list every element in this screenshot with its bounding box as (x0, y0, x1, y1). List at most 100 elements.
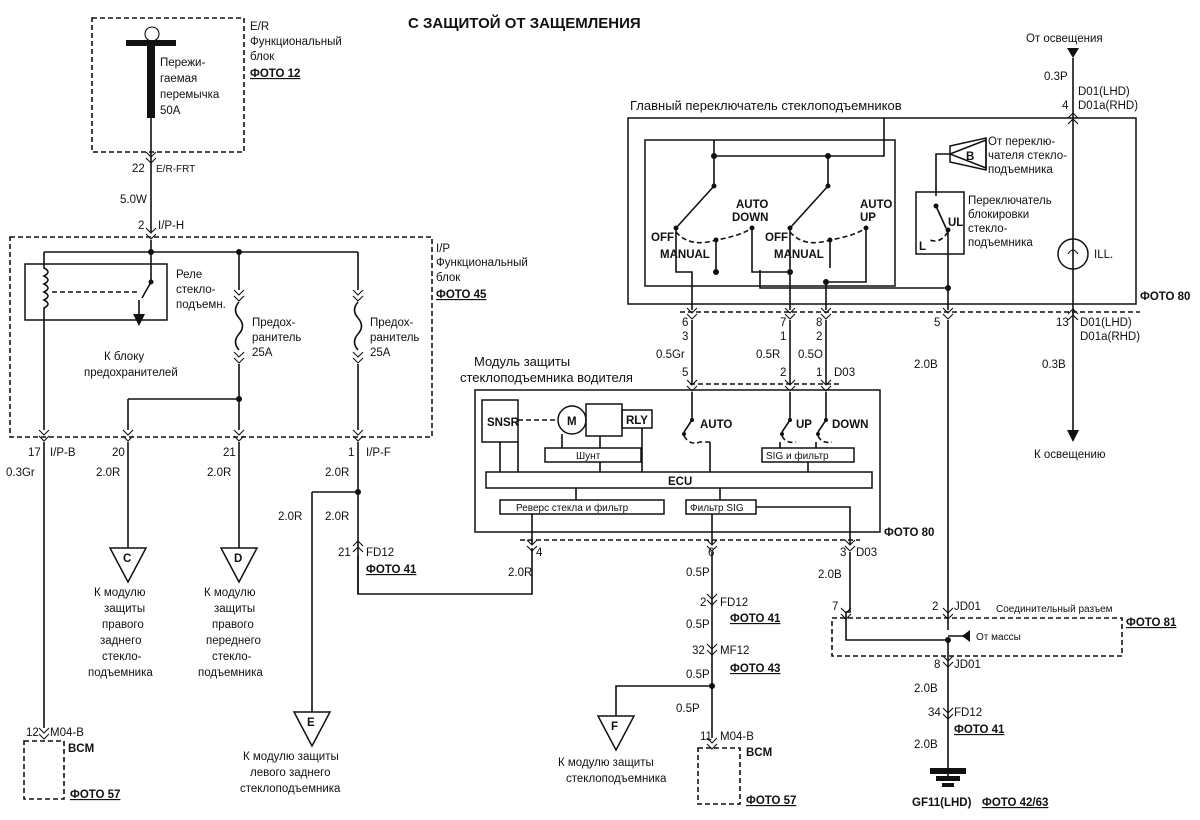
ecu-label: ECU (668, 476, 692, 488)
target-c-6: подъемника (88, 667, 153, 679)
auto-down-2: DOWN (732, 212, 768, 224)
target-d-4: переднего (206, 635, 261, 647)
lock-switch-blade-icon (935, 205, 947, 229)
target-d-triangle (219, 547, 259, 584)
bcm-right-pin: 11 (700, 731, 712, 743)
wire-0-5o: 0.5O (798, 349, 823, 361)
shunt-box (544, 447, 642, 463)
module-title-1: Модуль защиты (474, 354, 570, 369)
relay-label-3: подъемн. (176, 299, 226, 311)
input-b-letter: B (966, 151, 974, 163)
arrow-down-icon (133, 314, 145, 326)
target-d-letter: D (234, 553, 242, 565)
target-f-1: К модулю защиты (558, 757, 654, 769)
mod-pin-5: 5 (682, 367, 688, 379)
er-photo: ФОТО 12 (250, 68, 300, 80)
sig-label: SIG и фильтр (766, 450, 829, 462)
fd12-mid-photo: ФОТО 41 (730, 613, 781, 625)
ip-pin-1: 1 (348, 447, 354, 459)
lock-switch-box (915, 191, 965, 255)
fusible-link-label-2: гаемая (160, 73, 197, 85)
wire-0-5p-b: 0.5P (686, 619, 710, 631)
arrow-down-icon (1067, 430, 1079, 442)
wire-ipf-3: 2.0R (325, 511, 349, 523)
module-title-2: стеклоподъемника водителя (460, 370, 633, 385)
auto-down-1: AUTO (736, 199, 768, 211)
manual-2: MANUAL (774, 249, 824, 261)
auto-up-2: UP (860, 212, 876, 224)
power-window-relay (24, 263, 168, 321)
fd12-left-conn: FD12 (366, 547, 394, 559)
fd12-right-pin: 34 (928, 707, 941, 719)
mod-conn: D03 (834, 367, 855, 379)
module-auto: AUTO (700, 419, 732, 431)
ip-pin-20: 20 (112, 447, 125, 459)
wire-0-5p-d: 0.5P (676, 703, 700, 715)
busbar (126, 40, 176, 46)
bcm-left-name: BCM (68, 743, 94, 755)
target-e-3: стеклоподъемника (240, 783, 341, 795)
ip-functional-block: I/P Функциональный блок ФОТО 45 Реле сте… (9, 236, 528, 438)
wire-ipf-2: 2.0R (278, 511, 302, 523)
target-d-1: К модулю (204, 587, 256, 599)
target-c-1: К модулю (94, 587, 146, 599)
reverse-filter-box (499, 499, 665, 515)
ip-conn-b: I/P-B (50, 447, 76, 459)
fuse2-label-1: Предох- (370, 317, 414, 329)
target-e-2: левого заднего (250, 767, 330, 779)
ms-pin-3: 3 (682, 331, 688, 343)
illum-conn-a: D01(LHD) (1078, 86, 1130, 98)
wire-ipf-1: 2.0R (325, 467, 349, 479)
joint-ground-label: От массы (976, 632, 1021, 643)
fusible-link-label-1: Пережи- (160, 57, 205, 69)
target-e-triangle (292, 711, 332, 748)
ms-conn-13a: D01(LHD) (1080, 317, 1132, 329)
ms-pin-2: 2 (816, 331, 822, 343)
auto-up-1: AUTO (860, 199, 892, 211)
target-c-letter: C (123, 553, 131, 565)
b-line-3: подъемника (988, 164, 1053, 176)
target-e-letter: E (307, 717, 315, 729)
mod-bconn: D03 (856, 547, 877, 559)
wire-0-5gr: 0.5Gr (656, 349, 685, 361)
target-f-2: стеклоподъемника (566, 773, 667, 785)
fd12-mid-pin: 2 (700, 597, 706, 609)
er-pin: 22 (132, 163, 145, 175)
wire-ipf-4: 2.0R (508, 567, 532, 579)
connector-ip-b-icon (38, 429, 50, 442)
wire-d: 2.0R (207, 467, 231, 479)
main-switch-title: Главный переключатель стеклоподъемников (630, 98, 902, 113)
relay-coil-icon (42, 252, 49, 430)
target-c-4: заднего (100, 635, 141, 647)
module-down-switch-icon (817, 419, 827, 433)
target-d-6: подъемника (198, 667, 263, 679)
ip-h-pin: 2 (138, 220, 144, 232)
fd12-right-photo: ФОТО 41 (954, 724, 1005, 736)
er-label-1: E/R (250, 21, 269, 33)
illum-pin: 4 (1062, 100, 1069, 112)
sensor-label: SNSR (487, 417, 520, 429)
joint-p8: 8 (934, 659, 940, 671)
wire-2-0b-a: 2.0B (914, 359, 938, 371)
shunt-label: Шунт (576, 451, 601, 462)
joint-photo: ФОТО 81 (1126, 617, 1177, 629)
ms-conn-13b: D01a(RHD) (1080, 331, 1140, 343)
fuse-1-icon (234, 301, 244, 351)
battery-terminal-icon (144, 26, 160, 42)
connector-ip-f-icon (352, 429, 364, 442)
joint-conn-bot: JD01 (954, 659, 981, 671)
diagram-title: С ЗАЩИТОЙ ОТ ЗАЩЕМЛЕНИЯ (408, 14, 641, 32)
relay-label: RLY (626, 415, 648, 427)
fusible-link-icon (147, 46, 155, 118)
bcm-left-box (23, 740, 65, 800)
mf12-photo: ФОТО 43 (730, 663, 780, 675)
wire-0-3b: 0.3B (1042, 359, 1066, 371)
bcm-right-box (697, 747, 741, 805)
er-label-2: Функциональный (250, 36, 342, 48)
joint-conn-top: JD01 (954, 601, 981, 613)
relay-target-2: предохранителей (84, 367, 178, 379)
er-label-3: блок (250, 51, 275, 63)
module-up-switch-icon (781, 419, 791, 433)
ip-conn-f: I/P-F (366, 447, 391, 459)
